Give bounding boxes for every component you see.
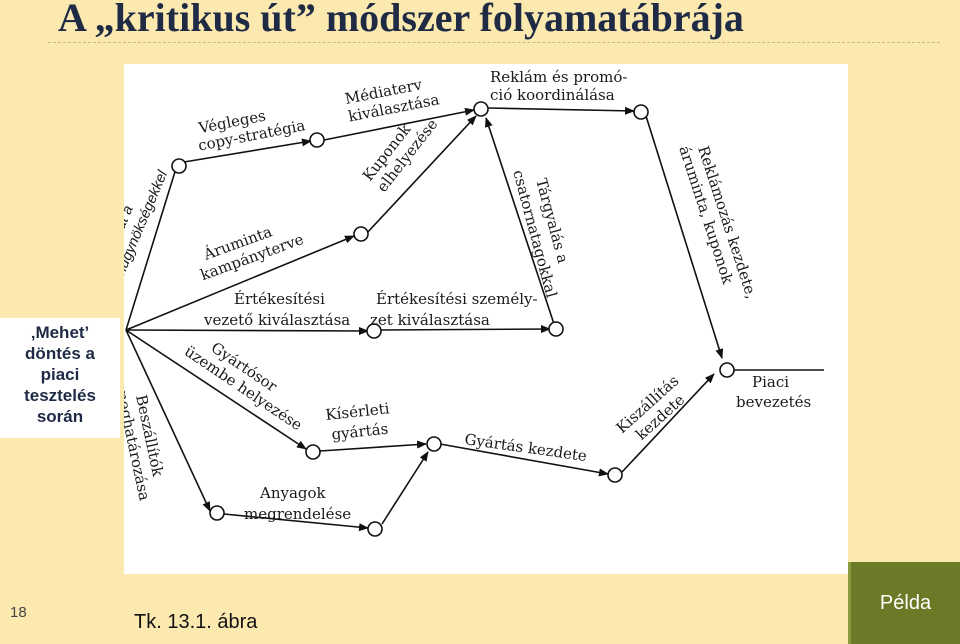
edge-reklamozas bbox=[645, 115, 724, 359]
diagram-nodes bbox=[171, 101, 735, 537]
label-ert-vezeto-line2: vezető kiválasztása bbox=[203, 311, 350, 329]
edge-vegleges bbox=[183, 138, 312, 163]
label-piaci-line2: bevezetés bbox=[736, 393, 811, 411]
label-kiserleti: Kísérleti gyártás bbox=[325, 399, 398, 444]
node-4 bbox=[633, 104, 649, 120]
review-note-line2: reklámügynökségekkel bbox=[124, 168, 171, 311]
node-2 bbox=[309, 132, 325, 148]
edge-reklam bbox=[487, 106, 635, 115]
label-kiszallitas: Kiszállítás kezdete bbox=[613, 368, 698, 450]
label-kiserleti-line2: gyártás bbox=[331, 420, 389, 444]
node-5 bbox=[353, 226, 369, 242]
page-title: A „kritikus út” módszer folyamatábrája bbox=[58, 0, 744, 40]
label-reklam-line1: Reklám és promó- bbox=[490, 68, 627, 86]
node-6 bbox=[366, 323, 382, 339]
edge-anyagok-gyartas bbox=[381, 451, 429, 525]
label-reklam: Reklám és promó- ció koordinálása bbox=[490, 68, 632, 104]
page-number: 18 bbox=[10, 604, 27, 621]
diagram-edges bbox=[125, 106, 824, 532]
node-1 bbox=[171, 158, 187, 174]
label-anyagok-line1: Anyagok bbox=[259, 484, 327, 502]
label-reklam-line2: ció koordinálása bbox=[490, 86, 615, 104]
label-aruminta: Áruminta kampányterve bbox=[192, 213, 306, 284]
label-targyalas: Tárgyalás a csatornatagokkal bbox=[509, 163, 580, 300]
label-ert-szemelyzet-line2: zet kiválasztása bbox=[370, 311, 490, 329]
edge-mediaterv bbox=[323, 107, 475, 141]
diagram-canvas: Felülvizsgálat a reklámügynökségekkel Vé… bbox=[124, 68, 824, 537]
go-decision-line1: ‚Mehet’ bbox=[30, 323, 90, 342]
node-8 bbox=[719, 362, 735, 378]
go-decision-line2: döntés a bbox=[25, 344, 95, 363]
go-decision-line3: piaci bbox=[40, 365, 80, 384]
node-13 bbox=[367, 521, 383, 537]
node-3 bbox=[473, 101, 489, 117]
title-divider bbox=[48, 42, 940, 43]
go-decision-note: ‚Mehet’ döntés a piaci tesztelés során bbox=[0, 318, 120, 438]
node-12 bbox=[209, 505, 225, 521]
label-beszallitok: Beszállítók meghatározása bbox=[124, 381, 171, 502]
label-reklamozas: Reklámozás kezdete, árumintа, kuponok bbox=[675, 138, 762, 311]
label-anyagok: Anyagok megrendelése bbox=[244, 484, 351, 523]
label-ert-vezeto: Értékesítési vezető kiválasztása bbox=[203, 290, 350, 329]
example-badge: Példa bbox=[848, 562, 960, 644]
label-vegleges: Végleges copy-stratégia bbox=[193, 100, 306, 155]
edge-start-ert-vezeto bbox=[125, 326, 369, 335]
edge-start-aruminta bbox=[125, 235, 355, 331]
label-ert-szemelyzet: Értékesítési személy- zet kiválasztása bbox=[370, 290, 542, 329]
go-decision-line5: során bbox=[36, 407, 84, 426]
label-ert-szemelyzet-line1: Értékesítési személy- bbox=[376, 290, 538, 308]
edge-start-gyartosor bbox=[125, 329, 307, 450]
node-11 bbox=[607, 467, 623, 483]
edge-targyalas bbox=[485, 117, 555, 325]
critical-path-diagram: Felülvizsgálat a reklámügynökségekkel Vé… bbox=[124, 64, 848, 574]
edge-kiszallitas bbox=[621, 373, 715, 473]
edge-kiserleti bbox=[319, 440, 427, 452]
example-badge-label: Példa bbox=[879, 591, 932, 614]
node-7 bbox=[548, 321, 564, 337]
figure-caption: Tk. 13.1. ábra bbox=[134, 611, 258, 633]
node-10 bbox=[426, 436, 442, 452]
label-anyagok-line2: megrendelése bbox=[244, 505, 351, 523]
edge-start-beszallitok bbox=[125, 329, 211, 512]
edge-start-vegleges bbox=[125, 161, 180, 331]
edge-gyartas bbox=[439, 443, 609, 477]
edge-kuponok bbox=[365, 115, 477, 235]
node-9 bbox=[305, 444, 321, 460]
label-ert-vezeto-line1: Értékesítési bbox=[234, 290, 325, 308]
edge-anyagok bbox=[223, 513, 369, 532]
label-piaci: Piaci bevezetés bbox=[736, 373, 811, 411]
go-decision-line4: tesztelés bbox=[24, 386, 96, 405]
review-note: Felülvizsgálat a reklámügynökségekkel bbox=[124, 161, 171, 311]
label-piaci-line1: Piaci bbox=[752, 373, 789, 391]
edge-ert-vezeto bbox=[379, 325, 551, 334]
